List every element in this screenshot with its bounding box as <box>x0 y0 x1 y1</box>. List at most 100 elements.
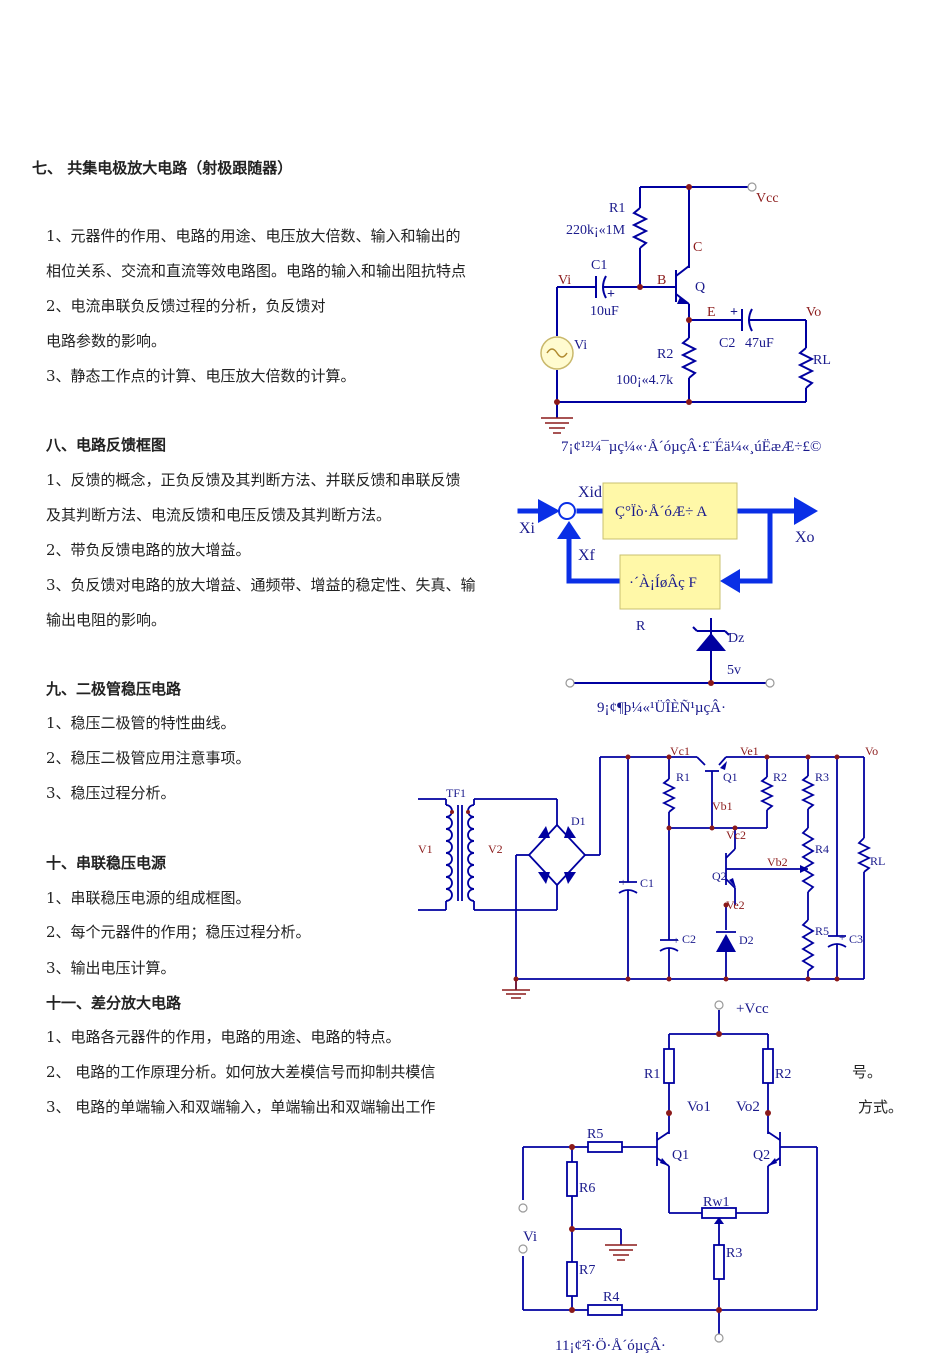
r3-label: R3 <box>815 770 829 784</box>
r7-label: R7 <box>579 1263 595 1278</box>
zener-diode-icon <box>696 633 726 651</box>
feedback-label: ·´À¡ÍøÂç F <box>629 574 697 591</box>
r2-label: R2 <box>775 1067 791 1082</box>
list-item: 3、负反馈对电路的放大增益、通频带、增益的稳定性、失真、输 <box>46 576 476 594</box>
c1-value: 10uF <box>590 304 619 319</box>
arrow-icon <box>720 569 740 593</box>
dz-label: Dz <box>728 631 744 646</box>
section-heading: 十、串联稳压电源 <box>46 854 167 872</box>
section-heading: 十一、差分放大电路 <box>46 994 182 1012</box>
list-item: 电路参数的影响。 <box>46 332 167 350</box>
q2-label: Q2 <box>712 869 727 883</box>
list-item: 2、每个元器件的作用；稳压过程分析。 <box>46 923 311 941</box>
forward-amplifier-block <box>602 482 738 540</box>
list-item: 及其判断方法、电流反馈和电压反馈及其判断方法。 <box>46 506 392 524</box>
arrow-icon <box>794 497 818 525</box>
vi-label: Vi <box>523 1229 537 1245</box>
c2-label: C2 <box>719 336 735 351</box>
vc1-label: Vc1 <box>670 744 690 758</box>
d1-label: D1 <box>571 814 586 828</box>
diode-icon <box>564 872 576 884</box>
tf1-label: TF1 <box>446 786 466 800</box>
figure-caption: 7¡¢¹²¼¯µç¼«·Å´óµçÂ·£¨Éä¼«¸úËæÆ÷£© <box>561 439 822 455</box>
r1-label: R1 <box>609 201 625 216</box>
rl-label: RL <box>870 854 885 868</box>
list-item-tail: 方式。 <box>858 1098 904 1116</box>
section-heading: 九、二极管稳压电路 <box>46 680 182 698</box>
c3-label: C3 <box>849 932 863 946</box>
c2-value: 47uF <box>745 336 774 351</box>
emitter-label: E <box>707 305 716 320</box>
list-item: 1、稳压二极管的特性曲线。 <box>46 714 236 732</box>
vb2-label: Vb2 <box>767 855 788 869</box>
zener-diode-icon <box>716 934 736 952</box>
list-item-tail: 号。 <box>852 1063 883 1081</box>
arrow-icon <box>557 521 581 539</box>
feedback-block-diagram: Ç°Ïò·Å´óÆ÷ A ·´À¡ÍøÂç F Xid Xi Xo Xf <box>517 482 818 610</box>
voltage-label: 5v <box>727 663 741 678</box>
ground-icon <box>541 417 573 434</box>
list-item: 3、 电路的单端输入和双端输入，单端输出和双端输出工作 <box>46 1098 436 1116</box>
list-item: 3、稳压过程分析。 <box>46 784 176 802</box>
list-item: 3、静态工作点的计算、电压放大倍数的计算。 <box>46 367 356 385</box>
list-item: 1、元器件的作用、电路的用途、电压放大倍数、输入和输出的 <box>46 227 461 245</box>
vcc-label: +Vcc <box>736 1001 769 1017</box>
section-heading: 七、 共集电极放大电路（射极跟随器） <box>32 159 293 177</box>
vo2-label: Vo2 <box>736 1099 760 1115</box>
vo1-label: Vo1 <box>687 1099 711 1115</box>
arrow-icon <box>538 499 560 523</box>
list-item: 1、反馈的概念，正负反馈及其判断方法、并联反馈和串联反馈 <box>46 471 461 489</box>
series-regulator-circuit: + + + TF1 V1 V2 D1 C1 Vc1 Ve1 Vo R1 Q1 R… <box>418 744 885 999</box>
list-item: 2、 电路的工作原理分析。如何放大差模信号而抑制共模信 <box>46 1063 436 1081</box>
r2-value: 100¡«4.7k <box>616 373 673 388</box>
r6-label: R6 <box>579 1181 595 1196</box>
plus-sign: + <box>673 935 679 947</box>
vi-source-label: Vi <box>574 338 587 353</box>
plus-sign: + <box>607 287 615 302</box>
q2-label: Q2 <box>753 1148 770 1163</box>
d2-label: D2 <box>739 933 754 947</box>
xf-label: Xf <box>578 547 596 564</box>
ve2-label: Ve2 <box>726 898 745 912</box>
collector-label: C <box>693 240 702 255</box>
feedback-network-block <box>619 554 721 610</box>
r4-label: R4 <box>603 1290 619 1305</box>
plus-sign: + <box>620 877 626 889</box>
vo-label: Vo <box>806 305 821 320</box>
xi-label: Xi <box>519 520 536 537</box>
q1-label: Q1 <box>672 1148 689 1163</box>
q1-label: Q1 <box>723 770 738 784</box>
emitter-follower-circuit: Vcc R1 220k¡«1M C C1 Vi B Q + 10uF E + V… <box>540 182 831 434</box>
section-heading: 八、电路反馈框图 <box>46 436 167 454</box>
q-label: Q <box>695 280 705 295</box>
r1-label: R1 <box>676 770 690 784</box>
vi-label: Vi <box>558 273 571 288</box>
rw1-label: Rw1 <box>703 1195 729 1210</box>
list-item: 2、稳压二极管应用注意事项。 <box>46 749 251 767</box>
diode-icon <box>564 826 576 838</box>
emitter-arrow-icon <box>677 297 689 304</box>
r2-label: R2 <box>657 347 673 362</box>
plus-sign: + <box>730 305 738 320</box>
list-item: 相位关系、交流和直流等效电路图。电路的输入和输出阻抗特点 <box>46 262 467 280</box>
summing-junction-icon <box>558 502 576 520</box>
xid-label: Xid <box>578 484 602 501</box>
ground-icon <box>502 979 530 999</box>
c1-label: C1 <box>640 876 654 890</box>
vcc-label: Vcc <box>756 191 779 206</box>
c1-label: C1 <box>591 258 607 273</box>
r5-label: R5 <box>815 924 829 938</box>
list-item: 输出电阻的影响。 <box>46 611 167 629</box>
xo-label: Xo <box>795 529 815 546</box>
r5-label: R5 <box>587 1127 603 1142</box>
list-item: 1、电路各元器件的作用，电路的用途、电路的特点。 <box>46 1028 401 1046</box>
diode-icon <box>538 826 550 838</box>
zener-regulator-circuit: R Dz 5v <box>565 618 775 688</box>
v1-label: V1 <box>418 842 433 856</box>
vo-label: Vo <box>865 744 878 758</box>
r4-label: R4 <box>815 842 829 856</box>
r-label: R <box>636 619 646 634</box>
r3-label: R3 <box>726 1246 742 1261</box>
rl-label: RL <box>813 353 831 368</box>
c2-label: C2 <box>682 932 696 946</box>
